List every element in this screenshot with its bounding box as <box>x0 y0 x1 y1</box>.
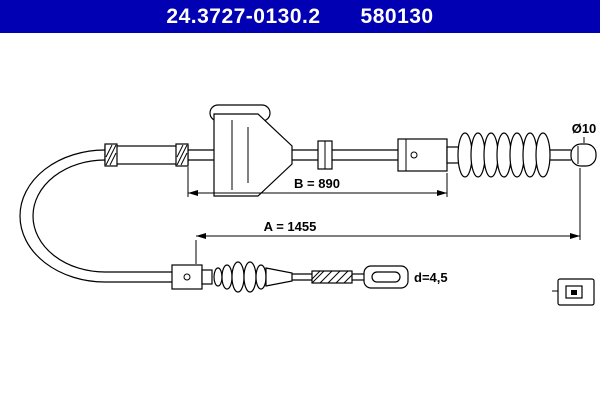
rubber-boot <box>209 104 293 197</box>
dimension-b: B = 890 <box>187 167 448 197</box>
lower-cable-run: d=4,5 <box>171 261 448 293</box>
reference-number: 580130 <box>360 4 434 28</box>
d-label: d=4,5 <box>414 270 448 285</box>
dim-b-label: B = 890 <box>294 176 340 191</box>
cable-stop <box>317 140 333 170</box>
adjuster-cylinder <box>397 138 448 172</box>
spring-neck <box>446 146 460 164</box>
cable-loop <box>19 149 172 283</box>
hatched-sleeve <box>311 270 353 284</box>
eyelet-end <box>570 137 597 167</box>
part-number: 24.3727-0130.2 <box>166 4 321 28</box>
clip-part <box>552 278 595 306</box>
outer-sleeve <box>104 143 189 167</box>
abutment-fitting <box>171 264 213 290</box>
title-bar: 24.3727-0130.2 580130 <box>0 0 600 33</box>
cylinder-end-fitting <box>363 265 409 289</box>
dim-a-label: A = 1455 <box>264 219 317 234</box>
dimension-a: A = 1455 <box>195 168 581 264</box>
lower-boot <box>213 261 293 293</box>
protective-spring <box>457 132 551 178</box>
diameter-label: Ø10 <box>572 121 597 136</box>
upper-cable-run: Ø10 <box>104 104 597 197</box>
